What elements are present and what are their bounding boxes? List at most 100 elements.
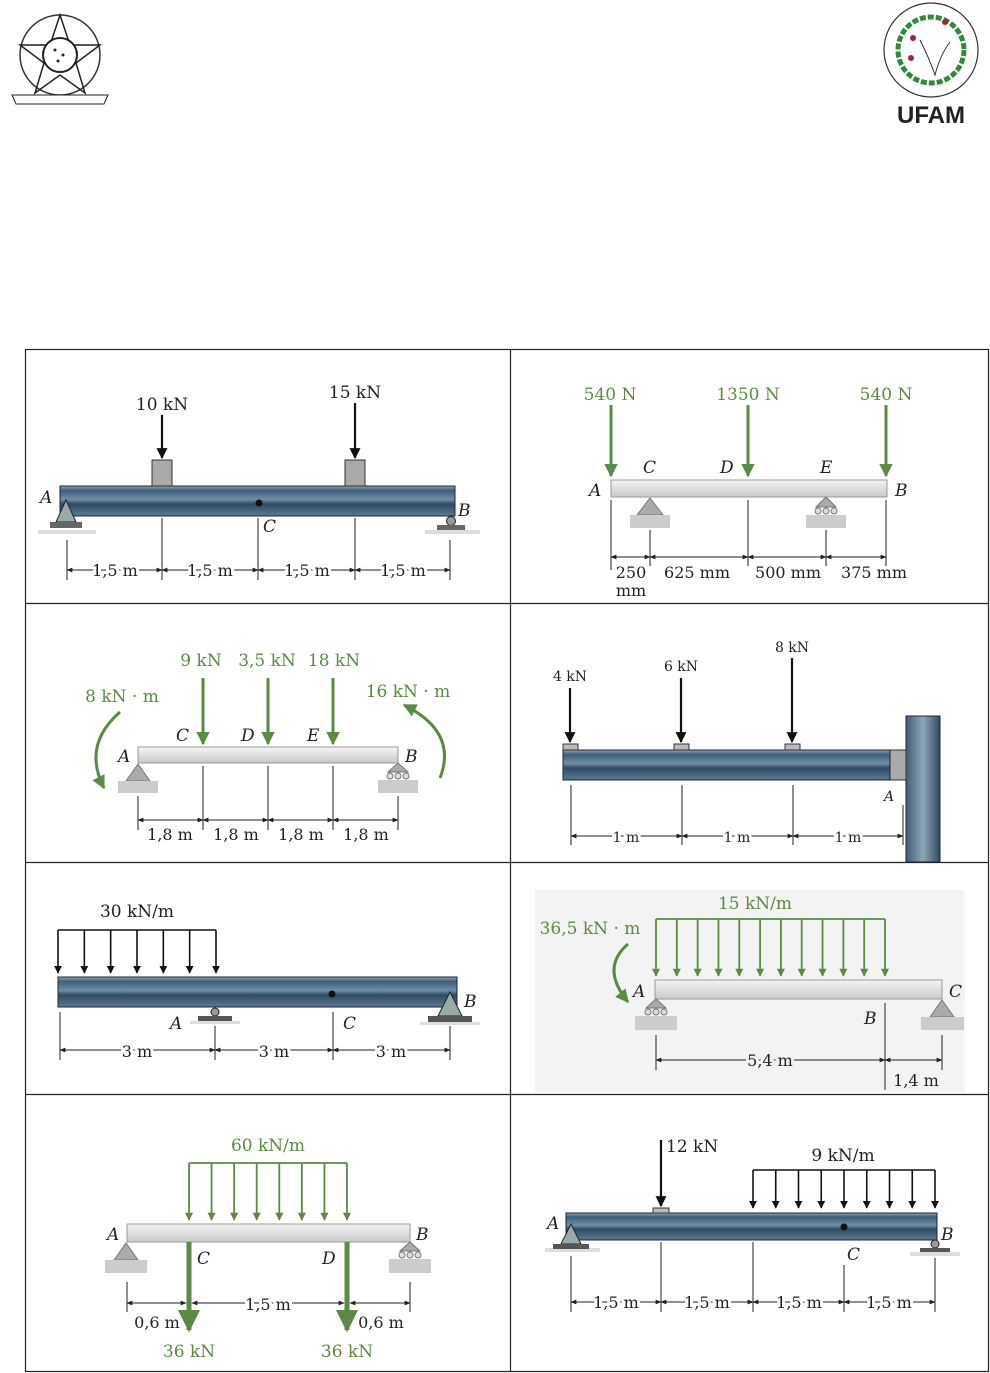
dimension-label: 1,5 m — [187, 561, 233, 580]
pin-support — [420, 990, 480, 1025]
roller-support — [446, 516, 456, 526]
point-label-e: E — [819, 458, 833, 478]
brazil-coat-of-arms-logo — [11, 12, 109, 105]
point-label-b: B — [863, 1009, 877, 1029]
pin-support — [921, 999, 964, 1030]
dimension-label-unit: mm — [616, 581, 646, 600]
ufam-wordmark: UFAM — [897, 102, 965, 129]
point-label-b: B — [415, 1225, 429, 1245]
support-base — [630, 515, 670, 528]
roller-support — [635, 998, 677, 1030]
dimension-lines — [570, 1242, 936, 1312]
dimension-label: 1,5 m — [776, 1293, 822, 1312]
dimension-label: 500 mm — [755, 563, 821, 582]
pin-support — [553, 1222, 589, 1249]
roller-support — [190, 1007, 240, 1024]
dimension-lines — [570, 785, 904, 845]
moment-label: 36,5 kN · m — [540, 919, 641, 939]
load-label: 12 kN — [666, 1137, 718, 1157]
load-bearing-plate — [784, 743, 801, 751]
point-label-c: C — [197, 1249, 210, 1269]
problem-1-beam-diagram: 10 kN 15 kN A B C 1,5 m 1,5 m 1,5 m 1,5 … — [38, 383, 480, 583]
point-label-d: D — [240, 726, 255, 746]
point-label-c: C — [343, 1014, 356, 1034]
dimension-label: 1,8 m — [213, 825, 259, 844]
ufam-logo: UFAM — [883, 2, 979, 129]
dimension-label: 625 mm — [664, 563, 730, 582]
dimension-label: 3 m — [122, 1042, 152, 1061]
dimension-label: 1,5 m — [684, 1293, 730, 1312]
distributed-load-label: 15 kN/m — [718, 894, 792, 914]
load-label: 6 kN — [664, 659, 698, 675]
dimension-lines — [137, 766, 399, 830]
load-label: 3,5 kN — [238, 651, 296, 671]
load-label: 9 kN — [180, 651, 222, 671]
connection-plate — [889, 749, 907, 781]
point-label-b: B — [940, 1225, 954, 1245]
dimension-label: 1,5 m — [284, 561, 330, 580]
distributed-load — [184, 1162, 352, 1221]
ground-hatch — [545, 1248, 960, 1256]
support-base — [118, 781, 158, 793]
point-label-a: A — [882, 789, 894, 805]
dimension-label: 1,8 m — [147, 825, 193, 844]
point-label-c: C — [643, 458, 656, 478]
dimension-label: 5,4 m — [747, 1051, 793, 1070]
point-label-a: A — [105, 1225, 119, 1245]
support-base — [437, 525, 465, 530]
centroid-dot — [328, 990, 336, 998]
pin-support — [635, 497, 665, 516]
load-bearing-plate — [151, 459, 173, 487]
point-label-a: A — [168, 1014, 182, 1034]
ground-hatch — [38, 530, 480, 534]
dimension-label: 250 — [616, 563, 647, 582]
point-label-d: D — [321, 1249, 336, 1269]
point-label-c: C — [176, 726, 189, 746]
problem-8-beam-diagram: 12 kN 9 kN/m A B C 1,5 m 1,5 m 1,5 m 1,5… — [545, 1137, 960, 1315]
dimension-lines — [59, 1012, 451, 1060]
point-label-c: C — [263, 517, 276, 537]
steel-beam — [562, 749, 891, 781]
support-base — [50, 522, 82, 528]
load-label: 15 kN — [329, 383, 381, 403]
moment-label: 8 kN · m — [85, 687, 159, 707]
roller-support — [806, 496, 846, 528]
load-label: 540 N — [584, 385, 637, 405]
dimension-lines — [66, 518, 451, 580]
distributed-load-label: 60 kN/m — [231, 1136, 305, 1156]
distributed-load-label: 30 kN/m — [100, 902, 174, 922]
dimension-label: 1,5 m — [92, 561, 138, 580]
point-label-d: D — [719, 458, 734, 478]
steel-beam — [57, 976, 458, 1008]
problem-3-beam-diagram: 9 kN 3,5 kN 18 kN 8 kN · m 16 kN · m A C… — [85, 651, 451, 847]
problem-grid — [24, 348, 990, 1373]
load-bearing-plate — [344, 459, 366, 487]
load-bearing-plate — [562, 743, 579, 751]
centroid-dot — [840, 1223, 848, 1231]
distributed-load-label: 9 kN/m — [811, 1146, 874, 1166]
dimension-label: 1,5 m — [593, 1293, 639, 1312]
point-label-b: B — [404, 747, 418, 767]
moment-arrow-ccw — [402, 703, 446, 779]
dimension-label: 1 m — [613, 830, 640, 846]
dimension-lines — [126, 1282, 411, 1312]
point-label-a: A — [587, 481, 601, 501]
roller-support — [389, 1241, 431, 1273]
beam — [654, 979, 943, 1000]
distributed-load — [749, 1169, 939, 1209]
dimension-label: 1,8 m — [278, 825, 324, 844]
moment-arrow-ccw — [92, 710, 121, 790]
problem-6-beam-diagram: 15 kN/m 36,5 kN · m A B C 5,4 m 1,4 m — [535, 890, 965, 1093]
dimension-lines — [610, 500, 887, 570]
load-label: 10 kN — [136, 395, 188, 415]
point-label-a: A — [116, 747, 130, 767]
load-label: 8 kN — [775, 640, 809, 656]
moment-label: 16 kN · m — [366, 682, 451, 702]
point-label-e: E — [306, 726, 320, 746]
dimension-label: 3 m — [259, 1042, 289, 1061]
distributed-load — [651, 918, 890, 977]
problem-5-overhang-beam-diagram: 30 kN/m A B C 3 m 3 m 3 m — [54, 902, 480, 1064]
dimension-label: 1,4 m — [893, 1071, 939, 1090]
beam — [126, 1223, 411, 1243]
